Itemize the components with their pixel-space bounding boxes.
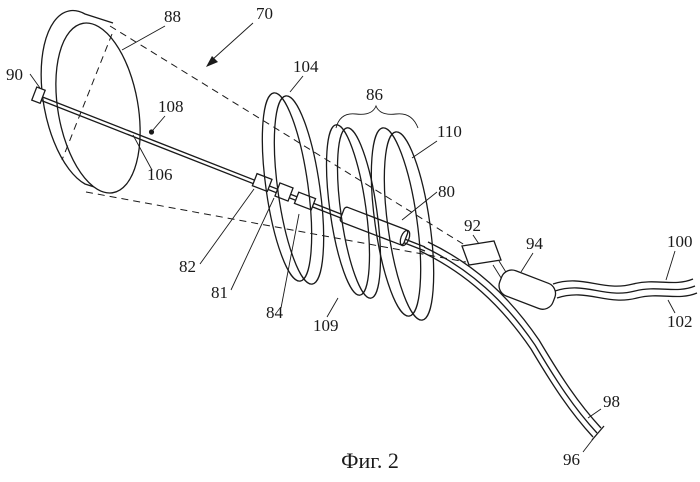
lens-86-left-back — [336, 127, 382, 299]
lens-110-back — [383, 131, 435, 321]
sleeve-80 — [339, 206, 409, 246]
leader-lines — [29, 25, 676, 453]
beam-dashed-lines — [85, 25, 469, 263]
ref-label-92: 92 — [464, 216, 481, 235]
leader-92 — [472, 234, 480, 245]
ref-label-110: 110 — [437, 122, 462, 141]
fiber-cable-down — [419, 241, 605, 441]
ref-label-106: 106 — [147, 165, 173, 184]
disc-front-face — [55, 22, 141, 194]
figure-caption: Фиг. 2 — [341, 448, 399, 473]
leader-94 — [520, 252, 534, 273]
rod-end-bracket — [30, 86, 47, 105]
beam-upper-dashed — [109, 25, 469, 248]
leader-100 — [665, 250, 676, 281]
arrow-70-head — [206, 56, 218, 67]
leader-90 — [29, 73, 41, 89]
ref-label-108: 108 — [158, 97, 184, 116]
ref-label-102: 102 — [667, 312, 693, 331]
leader-104 — [289, 75, 304, 93]
fitting-84 — [293, 191, 317, 211]
connector-94 — [498, 269, 557, 310]
leader-84 — [280, 213, 300, 309]
brace-86 — [335, 104, 419, 129]
leader-106 — [132, 134, 153, 171]
connector-94-body — [498, 269, 557, 310]
ref-label-100: 100 — [667, 232, 693, 251]
ref-label-84: 84 — [266, 303, 284, 322]
cable-strand — [552, 278, 694, 287]
ref-label-80: 80 — [438, 182, 455, 201]
fitting-82 — [251, 172, 273, 193]
cable-strand — [419, 250, 594, 438]
leader-102 — [667, 299, 676, 314]
optical-shaft — [30, 86, 426, 252]
lens-86-left-front — [325, 124, 371, 296]
fiber-cables-right — [552, 278, 698, 301]
ref-labels: 90 88 70 104 86 110 108 106 80 82 81 84 … — [6, 4, 693, 469]
aperture-92 — [461, 240, 510, 282]
ref-label-86: 86 — [366, 85, 383, 104]
ref-label-88: 88 — [164, 7, 181, 26]
lens-104 — [261, 92, 325, 285]
leader-96 — [582, 438, 594, 453]
ref-label-96: 96 — [563, 450, 580, 469]
lens-group-86 — [325, 104, 435, 321]
disc-diagonal-dashed — [61, 33, 113, 161]
ref-label-98: 98 — [603, 392, 620, 411]
leader-80 — [401, 191, 438, 221]
lens-110-front — [370, 127, 422, 317]
leader-98 — [587, 408, 602, 419]
ref-label-81: 81 — [211, 283, 228, 302]
ref-label-109: 109 — [313, 316, 339, 335]
leader-88 — [121, 25, 166, 51]
ref-label-70: 70 — [256, 4, 273, 23]
aperture-92-outline — [461, 240, 502, 266]
cable-strand — [554, 285, 696, 294]
leader-110 — [411, 140, 438, 159]
sleeve-80-endcap — [399, 229, 411, 247]
ref-label-94: 94 — [526, 234, 544, 253]
ref-label-104: 104 — [293, 57, 319, 76]
leader-109 — [326, 297, 339, 318]
cable-strand — [423, 246, 598, 434]
cable-strand — [427, 241, 602, 429]
lens-104-front — [261, 92, 313, 282]
cable-end-tick — [591, 425, 605, 441]
reference-dot-108 — [148, 129, 155, 135]
leader-81 — [230, 197, 275, 291]
leader-82 — [199, 188, 255, 265]
leader-108 — [152, 115, 166, 131]
arrow-70 — [206, 22, 254, 67]
beam-lower-dashed — [85, 191, 467, 263]
lens-104-back — [273, 95, 325, 285]
ref-label-90: 90 — [6, 65, 23, 84]
collimator-disc — [40, 9, 141, 194]
ref-label-82: 82 — [179, 257, 196, 276]
cable-strand — [556, 292, 698, 301]
arrow-70-shaft — [211, 22, 254, 61]
